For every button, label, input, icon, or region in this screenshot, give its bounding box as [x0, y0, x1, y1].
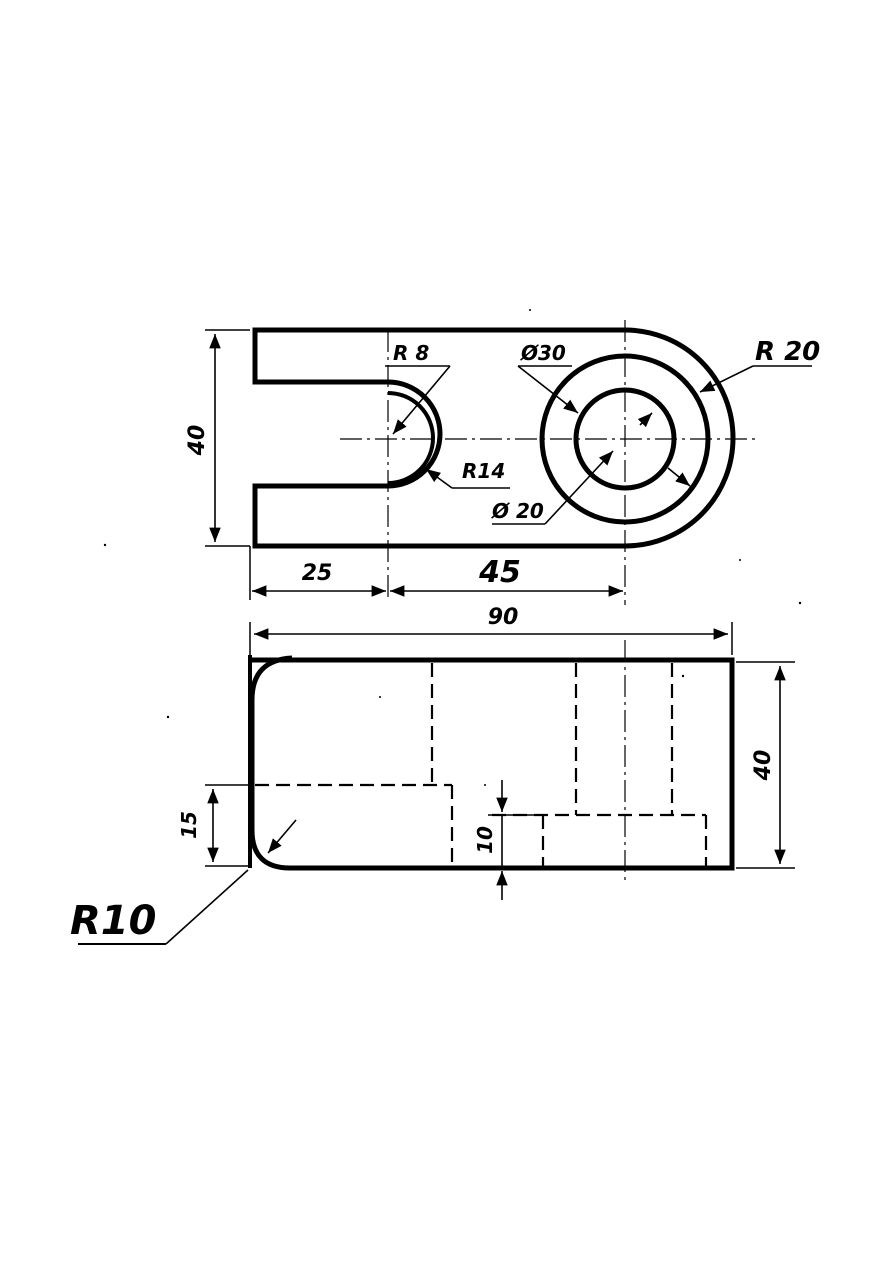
- leader-r8: [392, 365, 451, 435]
- dim-text-left-width: 25: [302, 561, 333, 586]
- leader-r14: [425, 468, 453, 489]
- arrow-r20-inner: [637, 412, 653, 428]
- dim-text-d30: Ø30: [520, 341, 566, 365]
- dim-text-top-height: 40: [185, 425, 210, 457]
- dim-text-counterbore-depth: 10: [473, 826, 497, 854]
- leader-r20: [699, 365, 754, 393]
- leader-d30: [517, 365, 579, 414]
- leader-d20: [544, 450, 614, 525]
- arrow-r10: [267, 819, 297, 854]
- dim-text-front-height: 40: [751, 750, 776, 782]
- dim-text-r8: R 8: [393, 341, 429, 365]
- dim-text-r14: R14: [462, 459, 505, 483]
- dim-text-overall-length: 90: [488, 605, 519, 630]
- hidden-lines: [255, 663, 708, 866]
- front-view: [78, 622, 795, 945]
- top-view-outline: [252, 327, 736, 549]
- front-view-outline: [249, 655, 735, 871]
- arrow-d30-opposite: [667, 467, 691, 487]
- dim-text-step-height: 15: [177, 811, 201, 839]
- dim-text-r20: R 20: [755, 337, 820, 367]
- top-view: [205, 320, 812, 605]
- scan-noise: [103, 309, 802, 786]
- dim-text-center-distance: 45: [478, 555, 521, 590]
- leader-r10: [165, 869, 249, 945]
- dim-text-fillet-radius: R10: [70, 898, 156, 944]
- slot-inner-arc: [387, 391, 435, 485]
- dim-text-d20: Ø 20: [491, 499, 544, 523]
